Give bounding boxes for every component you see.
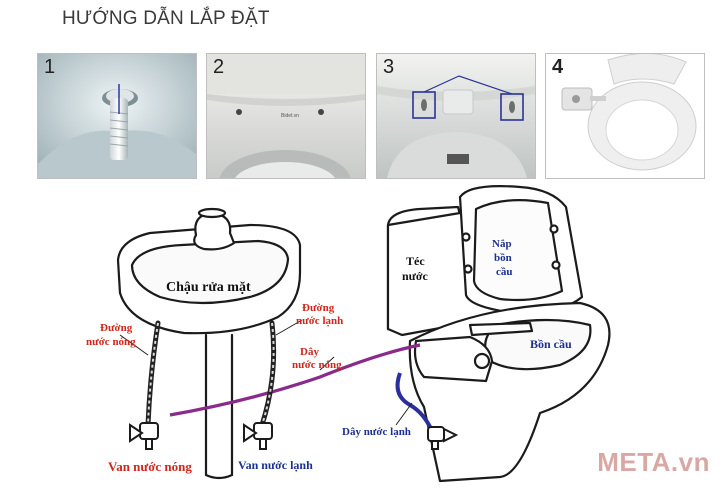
hot-water-hose bbox=[169, 343, 421, 417]
step-2-photo: Bidet.vn 2 bbox=[206, 53, 366, 179]
step-4-photo: 4 bbox=[545, 53, 705, 179]
step-number: 3 bbox=[383, 56, 395, 78]
tank-label: Téc bbox=[406, 254, 425, 268]
bidet-device bbox=[413, 335, 494, 383]
tank-label-2: nước bbox=[402, 269, 429, 283]
step-3-photo: 3 bbox=[376, 53, 536, 179]
lid-label-3: cầu bbox=[496, 266, 513, 278]
hot-supply-line bbox=[145, 320, 161, 428]
hot-valve bbox=[129, 422, 159, 450]
watermark: META.vn bbox=[597, 447, 710, 477]
toilet-valve bbox=[427, 426, 459, 450]
step-1-image bbox=[38, 54, 196, 178]
cold-supply-line bbox=[259, 320, 277, 428]
faucet-top bbox=[197, 207, 227, 219]
cold-line-label-2: nước lạnh bbox=[296, 315, 343, 327]
plate-brand-text: Bidet.vn bbox=[281, 113, 299, 119]
page-title: HƯỚNG DẪN LẮP ĐẶT bbox=[62, 8, 270, 29]
step-3-image bbox=[377, 54, 535, 178]
step-number: 1 bbox=[44, 56, 56, 78]
step-number: 4 bbox=[552, 56, 564, 78]
sink-label: Chậu rửa mặt bbox=[166, 280, 251, 295]
lid-label-2: bồn bbox=[494, 252, 512, 264]
bowl-label: Bồn cầu bbox=[530, 337, 572, 351]
hose-label: Dây bbox=[300, 346, 319, 358]
cold-valve bbox=[243, 422, 273, 450]
hose-label-2: nước nóng bbox=[292, 359, 342, 371]
lid-label: Nắp bbox=[492, 238, 512, 250]
sink-bowl bbox=[130, 239, 290, 305]
cold-hose-label: Dây nước lạnh bbox=[342, 426, 411, 438]
hot-line-label: Đường bbox=[100, 322, 133, 334]
installation-diagram: Chậu rửa mặt Đường nước nóng Đường nước … bbox=[86, 185, 611, 483]
hot-line-label-2: nước nóng bbox=[86, 336, 136, 348]
step-1-photo: 1 bbox=[37, 53, 197, 179]
cold-valve-label: Van nước lạnh bbox=[238, 458, 313, 472]
sink-pedestal bbox=[204, 333, 234, 477]
step-number: 2 bbox=[213, 56, 225, 78]
cold-line-label: Đường bbox=[302, 302, 335, 314]
step-2-image: Bidet.vn bbox=[207, 54, 365, 178]
faucet bbox=[193, 211, 236, 251]
hot-valve-label: Van nước nóng bbox=[108, 459, 192, 474]
step-4-image bbox=[546, 54, 704, 178]
